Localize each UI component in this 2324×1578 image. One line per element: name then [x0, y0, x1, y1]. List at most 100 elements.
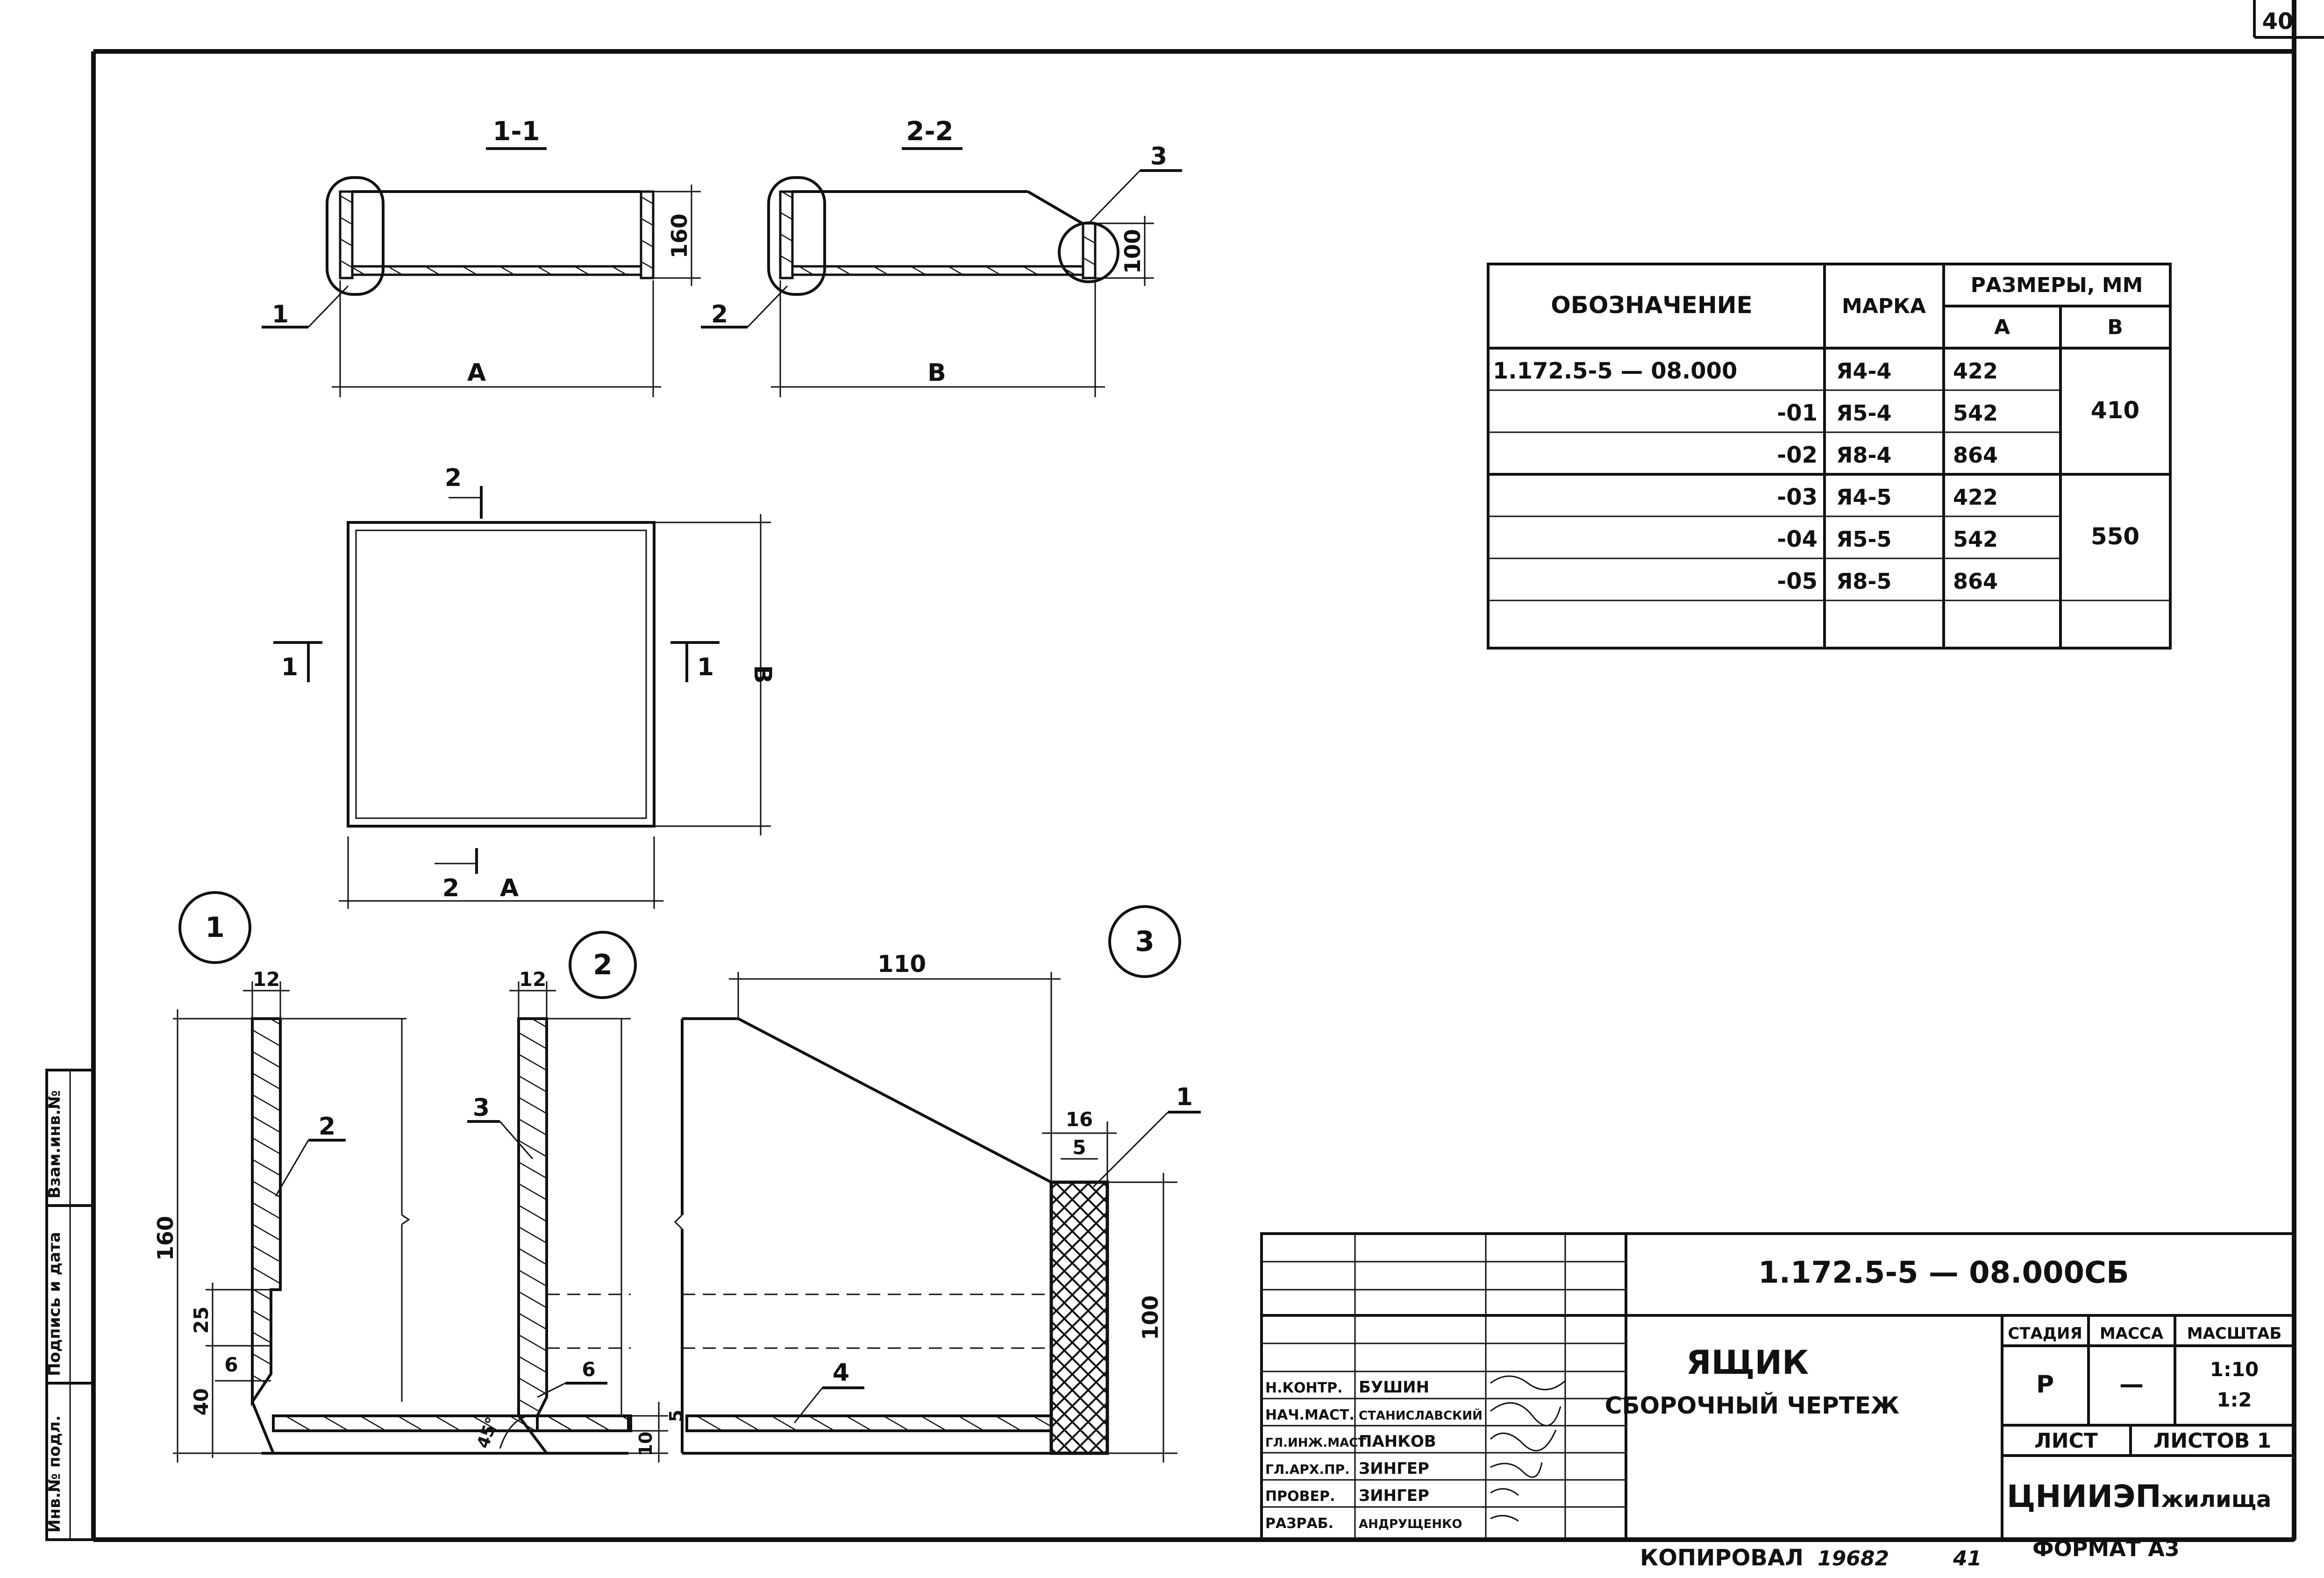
role-5: РАЗРАБ.: [1265, 1515, 1333, 1532]
stamp-signature-date: Подпись и дата: [45, 1232, 64, 1376]
detail-2-number: 2: [593, 949, 613, 981]
row-0-a: 422: [1953, 358, 1998, 384]
section-1-callout: 1: [272, 300, 289, 328]
plan-height-dim: B: [749, 665, 777, 684]
sheets-label: ЛИСТОВ 1: [2153, 1429, 2272, 1453]
drawing-code: 1.172.5-5 — 08.000СБ: [1758, 1256, 2129, 1290]
row-2-a: 864: [1953, 443, 1998, 468]
section-2-height-dim: 100: [1120, 229, 1145, 274]
scale-label: МАСШТАБ: [2187, 1324, 2282, 1343]
role-4: ПРОВЕР.: [1265, 1488, 1335, 1505]
detail-1: 1 12 160 25 40 6 5 10 2: [153, 891, 686, 1463]
section-2-callout-left: 2: [711, 300, 728, 328]
copied-number: 19682: [1818, 1547, 1889, 1571]
drawing-subtitle: СБОРОЧНЫЙ ЧЕРТЕЖ: [1605, 1392, 1899, 1419]
footer: КОПИРОВАЛ 19682 41 ФОРМАТ А3: [1640, 1536, 2180, 1571]
row-1-a: 542: [1953, 400, 1998, 426]
side-stamp: Инв.№ подл. Подпись и дата Взам.инв.№: [45, 1069, 95, 1541]
role-3: ГЛ.АРХ.ПР.: [1265, 1462, 1350, 1477]
section-1-width-dim: A: [467, 359, 486, 387]
plan-width-dim: A: [500, 874, 519, 902]
detail-1-part: 2: [319, 1113, 335, 1141]
detail-1-wall-dim: 12: [253, 968, 280, 991]
detail-1-bottom2-dim: 10: [635, 1432, 656, 1457]
detail-3-height-dim: 100: [1138, 1295, 1163, 1340]
scale-value-2: 1:2: [2217, 1388, 2252, 1411]
copied-label: КОПИРОВАЛ: [1640, 1545, 1804, 1571]
plan-cut-left: 1: [281, 653, 298, 681]
detail-3-inner-dim: 5: [1072, 1136, 1086, 1159]
detail-2-wall-dim: 12: [519, 968, 546, 991]
detail-1-base-dim: 40: [190, 1388, 213, 1415]
section-2-2-title: 2-2: [906, 116, 953, 147]
sheet-frame: 40: [91, 0, 2324, 1542]
title-block: Н.КОНТР. БУШИН НАЧ.МАСТ. СТАНИСЛАВСКИЙ Г…: [1260, 1232, 2295, 1541]
sizes-table: ОБОЗНАЧЕНИЕ МАРКА РАЗМЕРЫ, ММ А В 1.172.…: [1487, 263, 2172, 650]
page-number: 40: [2262, 8, 2294, 35]
header-sizes: РАЗМЕРЫ, ММ: [1971, 273, 2143, 297]
stage-label: СТАДИЯ: [2008, 1324, 2082, 1343]
detail-1-height-dim: 160: [153, 1216, 178, 1261]
detail-3-wall-dim: 16: [1066, 1108, 1093, 1131]
plan-cut-bottom: 2: [442, 874, 459, 902]
row-0-designation: 1.172.5-5 — 08.000: [1493, 358, 1737, 384]
role-0: Н.КОНТР.: [1265, 1380, 1342, 1396]
detail-3-part-wall: 1: [1176, 1083, 1193, 1111]
section-1-1-title: 1-1: [492, 116, 540, 147]
detail-2-part: 3: [473, 1094, 490, 1122]
detail-1-step-dim: 6: [224, 1353, 238, 1376]
section-2-2: 2-2 100 B 2 3: [701, 116, 1182, 397]
stage-value: Р: [2036, 1371, 2054, 1399]
organization: ЦНИИЭПжилища: [2007, 1478, 2271, 1514]
row-4-designation: -04: [1777, 526, 1818, 552]
detail-1-number: 1: [205, 911, 225, 944]
b-group-2: 550: [2091, 523, 2139, 550]
row-3-a: 422: [1953, 485, 1998, 510]
header-mark: МАРКА: [1842, 294, 1926, 318]
signature-scribbles: [1490, 1375, 1566, 1522]
row-1-mark: Я5-4: [1836, 400, 1892, 426]
sheet-label: ЛИСТ: [2034, 1429, 2098, 1453]
role-1: НАЧ.МАСТ.: [1265, 1407, 1354, 1423]
format-label: ФОРМАТ А3: [2032, 1536, 2180, 1561]
role-0-name: БУШИН: [1359, 1378, 1429, 1397]
mass-value: —: [2119, 1371, 2144, 1399]
mass-label: МАССА: [2100, 1324, 2164, 1343]
detail-1-notch-dim: 25: [190, 1307, 213, 1334]
section-2-callout-right: 3: [1150, 143, 1167, 171]
row-5-mark: Я8-5: [1836, 569, 1892, 594]
section-1-1: 1-1 160 A 1: [262, 116, 701, 397]
row-0-mark: Я4-4: [1836, 358, 1892, 384]
detail-3-number: 3: [1135, 925, 1155, 958]
role-1-name: СТАНИСЛАВСКИЙ: [1359, 1408, 1483, 1423]
section-1-height-dim: 160: [667, 214, 692, 258]
header-a: А: [1994, 315, 2010, 339]
role-2: ГЛ.ИНЖ.МАСТ.: [1265, 1436, 1371, 1450]
section-2-width-dim: B: [927, 359, 946, 387]
product-name: ЯЩИК: [1686, 1343, 1809, 1382]
row-5-a: 864: [1953, 569, 1998, 594]
detail-2-step-dim: 6: [582, 1358, 595, 1381]
row-3-designation: -03: [1777, 484, 1818, 510]
scale-value-1: 1:10: [2210, 1358, 2259, 1381]
detail-3-part-bottom: 4: [833, 1359, 849, 1387]
row-1-designation: -01: [1777, 400, 1818, 426]
plan-cut-right: 1: [697, 653, 714, 681]
stamp-replace-inv: Взам.инв.№: [45, 1090, 64, 1199]
header-b: В: [2107, 315, 2123, 339]
role-2-name: ПАНКОВ: [1359, 1432, 1436, 1451]
copied-sheet: 41: [1953, 1547, 1982, 1571]
row-2-mark: Я8-4: [1836, 443, 1892, 468]
role-4-name: ЗИНГЕР: [1359, 1486, 1429, 1505]
role-3-name: ЗИНГЕР: [1359, 1459, 1429, 1478]
detail-3: 3 110 16 5 100 4 1: [674, 905, 1201, 1463]
row-4-mark: Я5-5: [1836, 527, 1892, 552]
row-2-designation: -02: [1777, 442, 1818, 468]
row-3-mark: Я4-5: [1836, 485, 1892, 510]
header-designation: ОБОЗНАЧЕНИЕ: [1551, 292, 1753, 319]
row-5-designation: -05: [1777, 568, 1818, 594]
plan-cut-top: 2: [445, 464, 462, 492]
b-group-1: 410: [2091, 397, 2139, 424]
role-5-name: АНДРУЩЕНКО: [1359, 1517, 1462, 1531]
